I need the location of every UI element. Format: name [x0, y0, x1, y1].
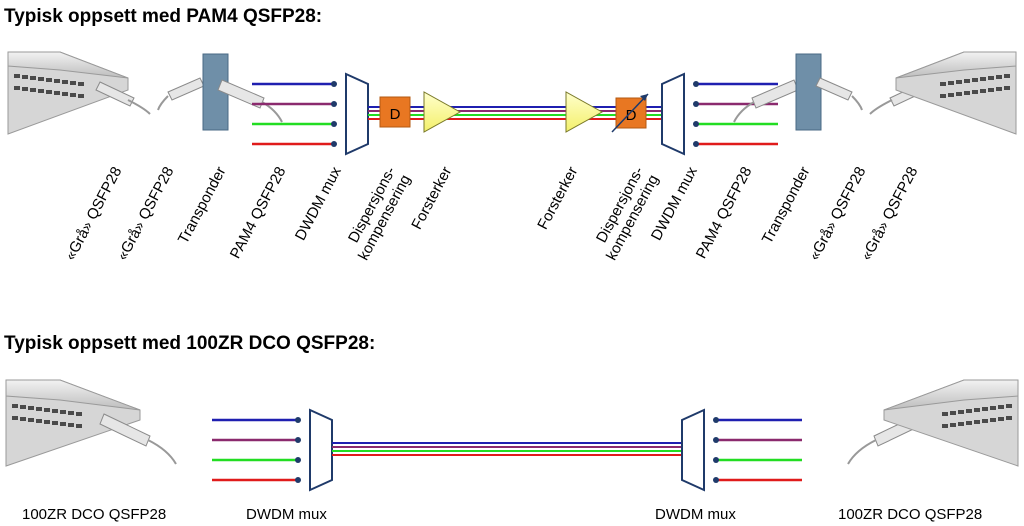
switch-left-bottom [5, 379, 141, 467]
switch-left-top [7, 51, 129, 135]
zr-dco-module-left [99, 413, 177, 465]
pam4-qsfp28-module-right [733, 79, 799, 123]
dispersion-compensator-right: D [611, 93, 649, 133]
amplifier-left [423, 91, 462, 133]
dwdm-mux-right-bottom [681, 408, 705, 492]
pam4-section-title: Typisk oppsett med PAM4 QSFP28: [4, 6, 323, 27]
dispersion-label-left: D [390, 106, 401, 123]
label-dwdm-mux-bottom-right: DWDM mux [655, 506, 736, 523]
right-wavelength-lines [693, 81, 778, 147]
zr-section-title: Typisk oppsett med 100ZR DCO QSFP28: [4, 333, 376, 354]
dispersion-compensator-left: D [379, 96, 411, 128]
label-zr-dco-right: 100ZR DCO QSFP28 [838, 506, 983, 523]
dwdm-mux-left-top [345, 72, 369, 156]
transponder-right [795, 53, 822, 131]
grey-qsfp28-module-left-1 [95, 81, 151, 115]
dwdm-mux-right-top [661, 72, 685, 156]
left-wavelength-lines [252, 81, 337, 147]
grey-qsfp28-module-left-2 [157, 77, 205, 111]
dispersion-label-right: D [626, 107, 637, 124]
bottom-left-wavelength-lines [212, 417, 301, 483]
grey-qsfp28-module-right-1 [815, 77, 863, 111]
label-zr-dco-left: 100ZR DCO QSFP28 [22, 506, 167, 523]
amplifier-right [565, 91, 604, 133]
label-dwdm-mux-bottom-left: DWDM mux [246, 506, 327, 523]
dwdm-mux-left-bottom [309, 408, 333, 492]
switch-right-top [895, 51, 1017, 135]
trunk-fiber-top [368, 106, 662, 120]
bottom-right-wavelength-lines [713, 417, 802, 483]
trunk-fiber-bottom [332, 442, 682, 456]
switch-right-bottom [883, 379, 1019, 467]
